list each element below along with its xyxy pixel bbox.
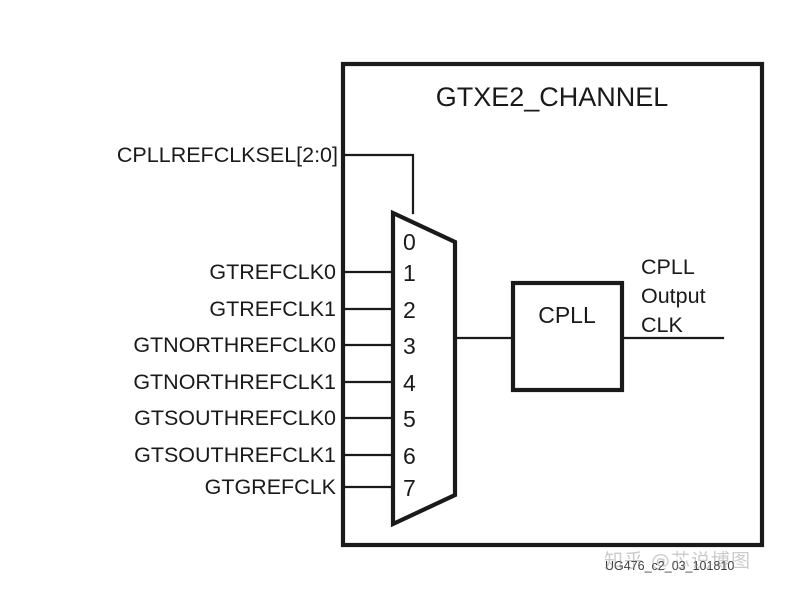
mux-port-index-6: 6	[403, 443, 416, 469]
mux-port-index-1: 1	[403, 260, 416, 286]
input-label-2: GTREFCLK1	[209, 297, 336, 321]
mux-port-index-0: 0	[403, 229, 416, 255]
cpll-output-label-line1: CPLL	[641, 255, 695, 279]
input-label-4: GTNORTHREFCLK1	[133, 370, 336, 394]
input-label-6: GTSOUTHREFCLK1	[134, 443, 336, 467]
input-label-7: GTGREFCLK	[205, 475, 337, 499]
cpll-output-label-line2: Output	[641, 284, 706, 308]
input-label-5: GTSOUTHREFCLK0	[134, 406, 336, 430]
input-label-1: GTREFCLK0	[209, 260, 336, 284]
page-title: GTXE2_CHANNEL	[436, 82, 669, 112]
cpll-block-label: CPLL	[538, 302, 596, 328]
figure-id-caption: UG476_c2_03_101810	[605, 559, 734, 573]
input-label-3: GTNORTHREFCLK0	[133, 333, 336, 357]
select-signal-label: CPLLREFCLKSEL[2:0]	[117, 143, 338, 167]
cpll-output-label-line3: CLK	[641, 313, 683, 337]
cpll-block	[510, 280, 625, 393]
mux-port-index-3: 3	[403, 333, 416, 359]
mux-port-index-4: 4	[403, 370, 416, 396]
mux-port-index-7: 7	[403, 475, 416, 501]
gtxe2-channel-boundary	[340, 61, 765, 548]
mux-port-index-2: 2	[403, 297, 416, 323]
mux-port-index-5: 5	[403, 406, 416, 432]
select-signal-wire	[341, 153, 415, 215]
clock-mux	[390, 209, 458, 528]
